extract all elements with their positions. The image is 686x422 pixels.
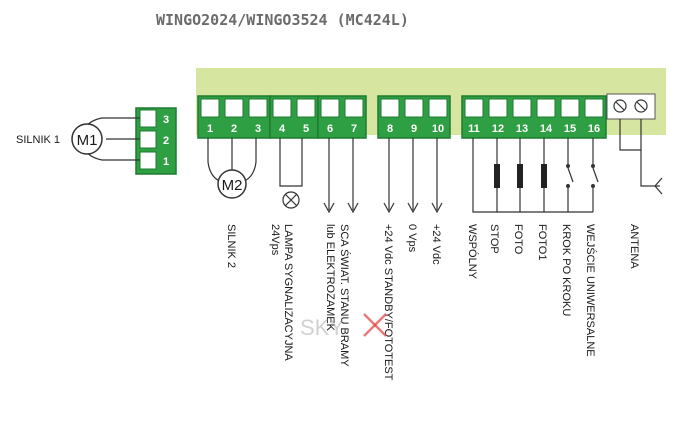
terminal-number-7: 7: [351, 123, 357, 135]
terminal-number-1: 1: [207, 123, 213, 135]
terminal-screw-9: [404, 98, 424, 118]
motor2-wiring: M2: [207, 138, 257, 199]
lamp-wiring: [279, 138, 303, 209]
terminal-number-13: 13: [516, 123, 528, 135]
label-t8: +24 Vdc STANDBY/FOTOTEST: [382, 224, 394, 381]
label-silnik2: SILNIK 2: [225, 224, 237, 268]
terminal-screw-5: [296, 98, 316, 118]
motor1-screw-1: [139, 151, 157, 170]
label-t15: KROK PO KROKU: [560, 224, 572, 316]
terminal-number-5: 5: [303, 123, 309, 135]
screw-icon: [613, 99, 627, 113]
label-sca-2: lub ELEKTROZAMEK: [324, 224, 336, 332]
terminal-screw-11: [464, 98, 484, 118]
label-t16: WEJŚCIE UNIWERSALNE: [584, 224, 597, 357]
motor1-terminal-block: 3 2 1: [135, 107, 177, 175]
terminal-number-9: 9: [411, 123, 417, 135]
terminal-number-12: 12: [492, 123, 504, 135]
motor1-screw-3: [139, 109, 157, 128]
terminal-number-11: 11: [468, 123, 480, 135]
terminal-screw-15: [560, 98, 580, 118]
terminal-number-14: 14: [540, 123, 553, 135]
label-t10: +24 Vdc: [430, 224, 442, 265]
switch-icon: [591, 138, 599, 212]
switch-icon: [566, 138, 574, 212]
label-antenna: ANTENA: [628, 224, 640, 269]
label-t9: 0 Vps: [406, 224, 418, 253]
terminal-screw-13: [512, 98, 532, 118]
label-t11: WSPÓLNY: [466, 224, 479, 280]
motor1-symbol: [71, 123, 103, 155]
terminal-number-16: 16: [588, 123, 600, 135]
terminal-number-8: 8: [387, 123, 393, 135]
arrow-down-icon: [431, 138, 443, 214]
terminal-block-5: [461, 95, 607, 139]
antenna-wiring: [619, 119, 663, 195]
diagram-title: WINGO2024/WINGO3524 (MC424L): [156, 11, 409, 29]
antenna-terminal-block: [606, 93, 656, 120]
terminal-number-2: 2: [231, 123, 237, 135]
terminal-screw-4: [272, 98, 292, 118]
motor1-label: SILNIK 1: [16, 134, 60, 146]
terminal-number-4: 4: [279, 123, 286, 135]
nc-contact-stop-icon: [494, 164, 500, 188]
terminal-number-10: 10: [432, 123, 444, 135]
nc-contact-foto1-icon: [541, 164, 547, 188]
label-t13: FOTO: [512, 224, 524, 255]
motor1-terminal-1-label: 1: [163, 156, 169, 168]
watermark: SKY: [300, 313, 387, 340]
arrow-down-icon: [323, 138, 335, 214]
terminal-screw-7: [344, 98, 364, 118]
terminal-number-3: 3: [255, 123, 261, 135]
motor2-symbol-text: M2: [222, 177, 243, 194]
arrow-down-icon: [407, 138, 419, 214]
input-wiring: [472, 138, 599, 213]
motor1-terminal-2-label: 2: [163, 135, 169, 147]
terminal-number-6: 6: [327, 123, 333, 135]
terminal-screw-8: [380, 98, 400, 118]
terminal-screw-3: [248, 98, 268, 118]
label-lampa-2: 24Vps: [269, 224, 281, 256]
lamp-icon: [282, 191, 300, 209]
motor2-symbol: [217, 169, 247, 199]
nc-contact-foto-icon: [517, 164, 523, 188]
arrow-down-icon: [347, 138, 359, 214]
arrow-down-icon: [383, 138, 395, 214]
terminal-screw-2: [224, 98, 244, 118]
terminal-screw-14: [536, 98, 556, 118]
output-arrows: [323, 138, 443, 214]
label-sca-1: SCA ŚWIAT. STANU BRAMY: [338, 224, 351, 367]
terminal-labels: SILNIK 2 LAMPA SYGNALIZACYJNA 24Vps SCA …: [225, 224, 640, 381]
watermark-text: SKY: [300, 315, 344, 340]
motor1-wiring: M1 SILNIK 1: [16, 117, 140, 161]
terminal-screw-6: [320, 98, 340, 118]
terminal-screw-12: [488, 98, 508, 118]
terminal-screw-1: [200, 98, 220, 118]
motor1-symbol-text: M1: [77, 132, 98, 149]
label-lampa-1: LAMPA SYGNALIZACYJNA: [282, 224, 294, 361]
label-t14: FOTO1: [536, 224, 548, 260]
screw-icon: [634, 99, 648, 113]
terminal-screw-16: [584, 98, 604, 118]
motor1-terminal-3-label: 3: [163, 114, 169, 126]
motor1-screw-2: [139, 130, 157, 149]
label-t12: STOP: [488, 224, 500, 254]
antenna-icon: [648, 177, 663, 195]
terminal-number-15: 15: [564, 123, 576, 135]
terminal-screw-10: [428, 98, 448, 118]
